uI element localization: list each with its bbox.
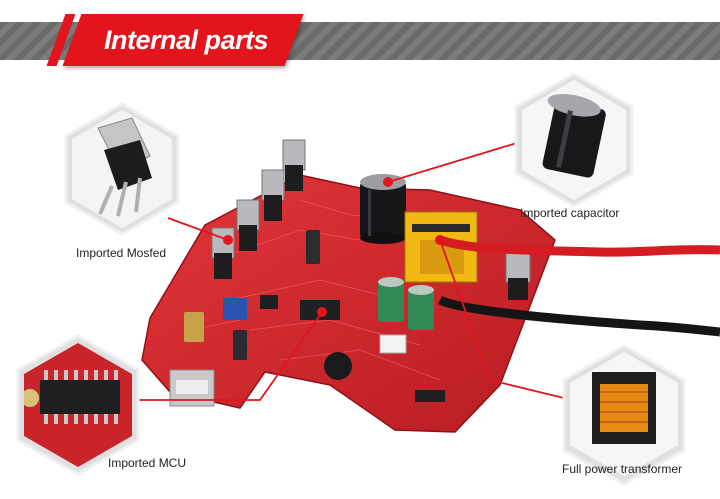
mcu-label: Imported MCU bbox=[108, 456, 187, 470]
board-wires bbox=[437, 235, 720, 337]
capacitor-label: Imported capacitor bbox=[520, 206, 620, 220]
callout-dots bbox=[223, 177, 445, 317]
capacitor-icon bbox=[514, 72, 634, 208]
page-title: Internal parts bbox=[103, 25, 269, 55]
mcu-chip-icon bbox=[16, 334, 140, 476]
transformer-icon bbox=[562, 344, 686, 486]
mosfet-icon bbox=[64, 102, 180, 236]
transformer-label: Full power transformer bbox=[562, 462, 683, 476]
board-capacitor bbox=[360, 174, 406, 244]
callout-lines bbox=[130, 141, 573, 401]
mosfet-label: Imported Mosfed bbox=[76, 246, 167, 260]
board-green-capacitors bbox=[184, 230, 434, 360]
